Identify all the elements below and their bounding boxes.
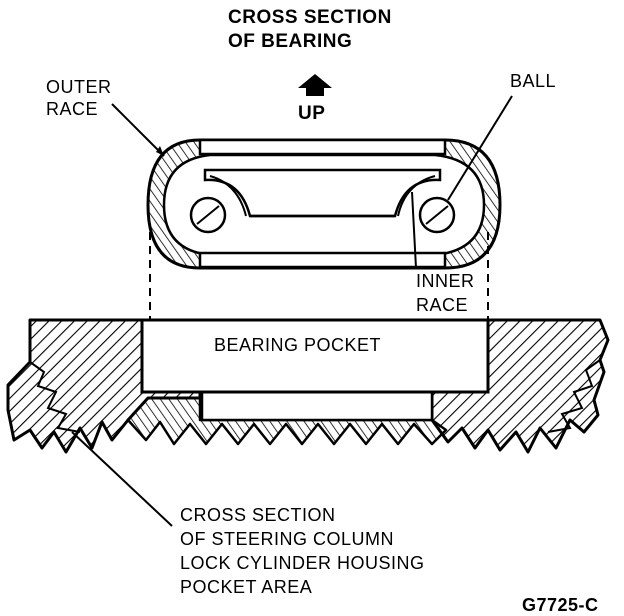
housing-label-line2: OF STEERING COLUMN [180,529,395,549]
leader-inner-race [411,191,417,269]
inner-race-label-line1: INNER [416,271,475,291]
bearing-cross-section [146,138,502,270]
diagram-title-line1: CROSS SECTION [228,7,392,28]
figure-code: G7725-C [522,595,599,615]
leader-outer-race [111,103,165,157]
outer-race-label-line2: RACE [46,99,99,119]
leader-ball [447,95,513,201]
bearing-pocket-box [140,318,490,394]
housing-label-line1: CROSS SECTION [180,505,336,525]
up-arrow-icon [298,74,332,96]
up-label: UP [298,103,326,124]
leader-housing [71,431,173,527]
housing-cross-section [6,318,610,454]
bearing-pocket-label: BEARING POCKET [214,335,382,355]
housing-label-line3: LOCK CYLINDER HOUSING [180,553,425,573]
inner-race-label-line2: RACE [416,295,469,315]
diagram-title-line2: OF BEARING [228,31,353,52]
outer-race-label-line1: OUTER [46,77,112,97]
housing-label-line4: POCKET AREA [180,577,313,597]
ball-label: BALL [510,71,557,91]
